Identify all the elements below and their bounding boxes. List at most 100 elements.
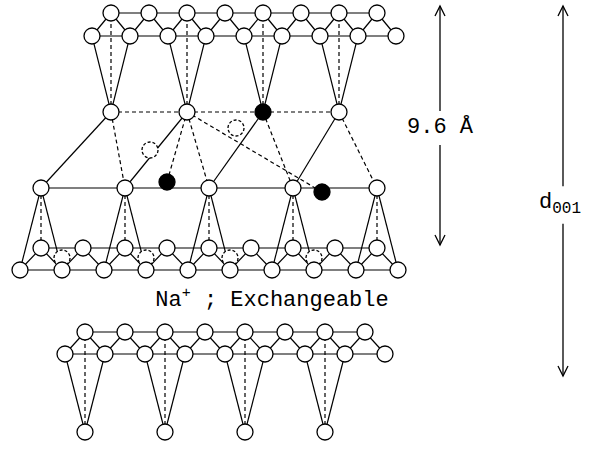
- bond-line: [110, 13, 111, 112]
- bond-line: [187, 111, 263, 112]
- oxygen-atom: [285, 180, 301, 196]
- bond-line: [325, 354, 345, 432]
- oxygen-atom: [179, 5, 195, 21]
- oxygen-atom: [293, 5, 309, 21]
- oxygen-atom: [117, 180, 133, 196]
- bond-line: [104, 188, 125, 270]
- oxygen-atom: [331, 5, 347, 21]
- oxygen-atom: [285, 240, 301, 256]
- oxygen-atom: [317, 424, 333, 440]
- oxygen-atom: [201, 180, 217, 196]
- bond-line: [339, 36, 358, 112]
- bond-line: [244, 332, 245, 432]
- interlayer-label: Na+ ; Exchangeable: [155, 286, 388, 313]
- oxygen-atom: [257, 346, 273, 362]
- oxygen-atom: [97, 346, 113, 362]
- oxygen-atom: [77, 424, 93, 440]
- bond-line: [356, 188, 377, 270]
- bond-line: [263, 36, 282, 112]
- oxygen-atom: [237, 424, 253, 440]
- bond-line: [40, 188, 41, 248]
- oxygen-atom: [236, 28, 252, 44]
- bond-line: [209, 187, 293, 188]
- bond-line: [263, 111, 339, 112]
- bond-line: [84, 332, 85, 432]
- cation-atom: [314, 184, 330, 200]
- oxygen-atom: [159, 240, 175, 256]
- oxygen-atom: [198, 28, 214, 44]
- label-wrap: 9.6 Å: [407, 116, 473, 140]
- oxygen-atom: [77, 324, 93, 340]
- oxygen-atom: [306, 262, 322, 278]
- oxygen-atom: [348, 262, 364, 278]
- bond-line: [339, 112, 377, 188]
- oxygen-atom: [297, 346, 313, 362]
- oxygen-atom: [369, 180, 385, 196]
- oxygen-atom: [157, 424, 173, 440]
- cation-atom: [255, 104, 271, 120]
- bond-line: [125, 112, 187, 188]
- oxygen-atom: [222, 262, 238, 278]
- atoms: [12, 5, 406, 440]
- bond-line: [124, 188, 125, 248]
- dimension-line: [439, 145, 440, 245]
- oxygen-atom: [96, 262, 112, 278]
- oxygen-atom: [201, 240, 217, 256]
- oxygen-atom: [369, 240, 385, 256]
- oxygen-atom: [327, 240, 343, 256]
- bond-line: [186, 13, 187, 112]
- oxygen-atom: [390, 262, 406, 278]
- oxygen-atom: [142, 142, 158, 158]
- bond-line: [92, 36, 111, 112]
- oxygen-atom: [33, 240, 49, 256]
- dimension-line: [439, 6, 440, 111]
- bond-line: [209, 112, 263, 188]
- dimension-label: 9.6 Å: [407, 116, 473, 140]
- bond-line: [272, 188, 293, 270]
- oxygen-atom: [312, 28, 328, 44]
- label-wrap: d001: [539, 191, 581, 219]
- bond-line: [245, 354, 265, 432]
- oxygen-atom: [138, 262, 154, 278]
- oxygen-atom: [317, 324, 333, 340]
- bond-line: [377, 188, 398, 270]
- oxygen-atom: [160, 28, 176, 44]
- bond-line: [263, 112, 293, 188]
- bond-line: [41, 112, 111, 188]
- label-wrap: Na+ ; Exchangeable: [155, 286, 388, 313]
- oxygen-atom: [57, 346, 73, 362]
- bond-line: [111, 111, 187, 112]
- oxygen-atom: [117, 240, 133, 256]
- cation-atom: [159, 174, 175, 190]
- oxygen-atom: [84, 28, 100, 44]
- bond-line: [41, 187, 125, 188]
- bond-line: [292, 188, 293, 248]
- oxygen-atom: [331, 104, 347, 120]
- arrow-head: [558, 6, 568, 16]
- oxygen-atom: [388, 28, 404, 44]
- bond-line: [320, 36, 339, 112]
- oxygen-atom: [117, 324, 133, 340]
- oxygen-atom: [217, 5, 233, 21]
- oxygen-atom: [75, 240, 91, 256]
- oxygen-atom: [264, 262, 280, 278]
- bond-line: [188, 188, 209, 270]
- oxygen-atom: [54, 262, 70, 278]
- bond-line: [85, 354, 105, 432]
- bond-line: [338, 13, 339, 112]
- oxygen-atom: [122, 28, 138, 44]
- oxygen-atom: [237, 324, 253, 340]
- bond-line: [293, 187, 377, 188]
- oxygen-atom: [141, 5, 157, 21]
- bond-line: [293, 112, 339, 188]
- oxygen-atom: [197, 324, 213, 340]
- oxygen-atom: [255, 5, 271, 21]
- bond-line: [324, 332, 325, 432]
- oxygen-atom: [179, 104, 195, 120]
- bond-line: [244, 36, 263, 112]
- oxygen-atom: [369, 5, 385, 21]
- bond-line: [111, 112, 125, 188]
- bond-lines: [20, 13, 398, 432]
